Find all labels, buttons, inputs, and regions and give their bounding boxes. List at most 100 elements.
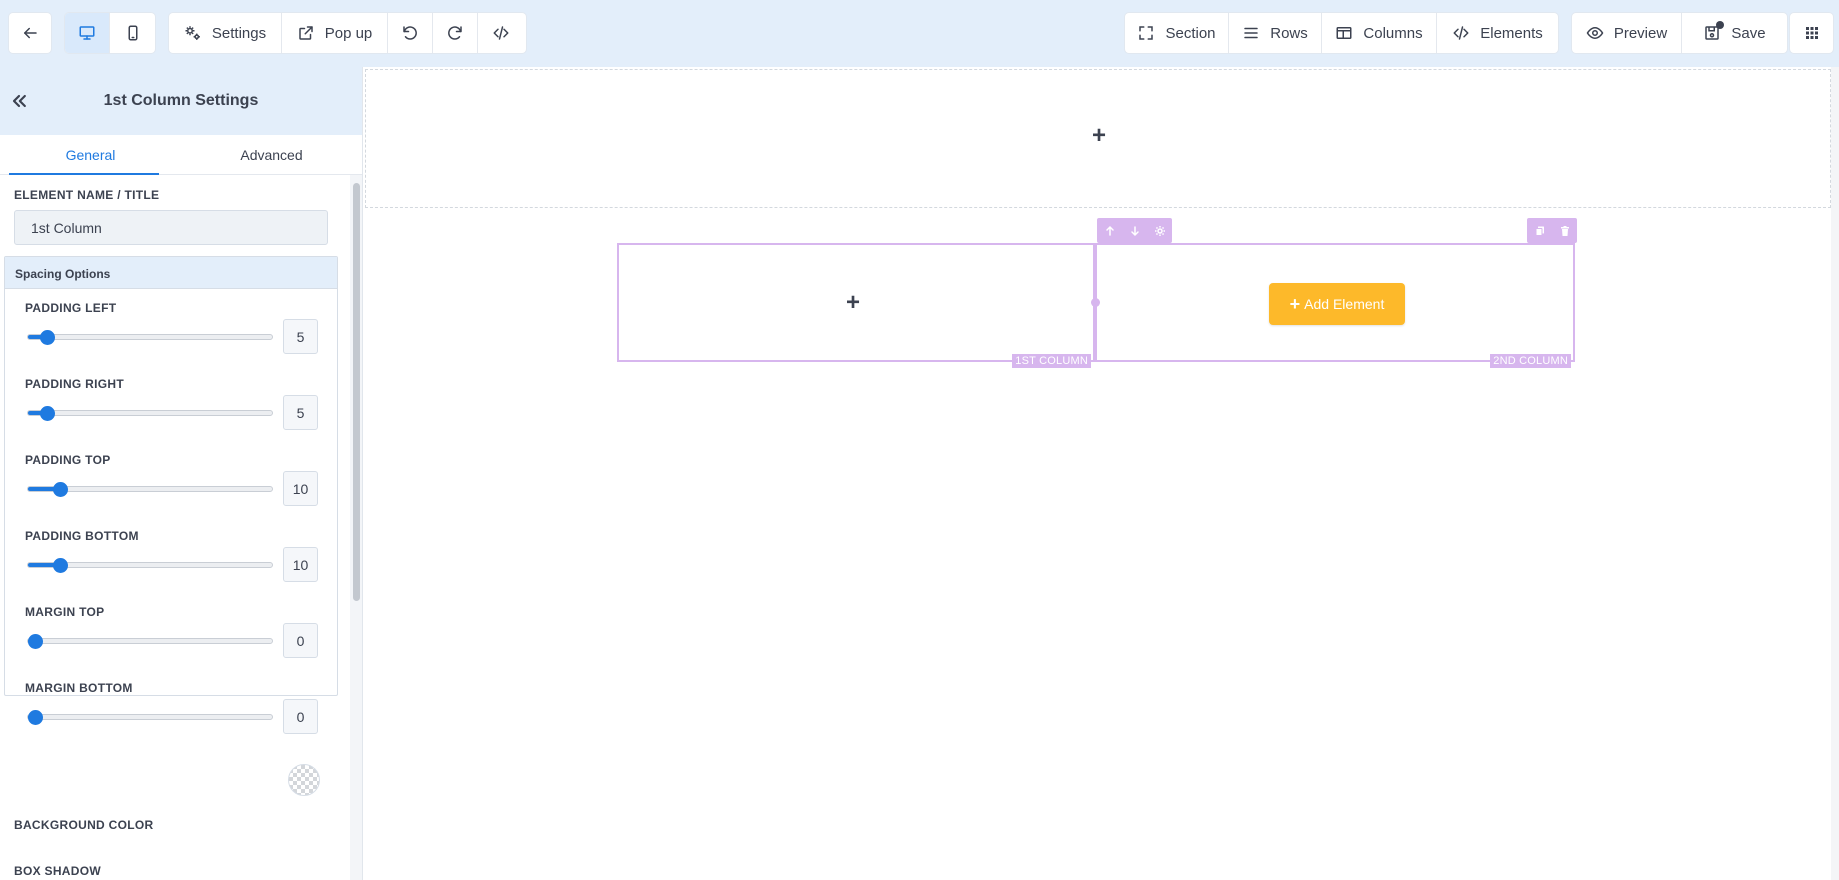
canvas-scrollbar[interactable] xyxy=(1831,67,1839,880)
popup-button[interactable]: Pop up xyxy=(282,13,388,53)
slider-value-input[interactable]: 0 xyxy=(283,699,318,734)
slider-value-input[interactable]: 10 xyxy=(283,547,318,582)
slider-value-input[interactable]: 10 xyxy=(283,471,318,506)
first-column[interactable]: + 1ST COLUMN xyxy=(617,243,1095,368)
row-settings-button[interactable] xyxy=(1147,218,1172,243)
slider-thumb[interactable] xyxy=(52,482,68,497)
slider-thumb[interactable] xyxy=(40,330,56,345)
mobile-icon xyxy=(128,25,137,41)
grid-icon xyxy=(1805,27,1818,39)
element-name-input[interactable] xyxy=(14,210,328,245)
trash-icon xyxy=(1560,225,1569,236)
elements-label: Elements xyxy=(1480,24,1543,42)
tab-general[interactable]: General xyxy=(0,135,181,175)
panel-tabs: General Advanced xyxy=(0,135,362,175)
back-button[interactable] xyxy=(9,13,51,53)
settings-label: Settings xyxy=(211,24,267,42)
move-down-button[interactable] xyxy=(1122,218,1147,243)
tab-advanced[interactable]: Advanced xyxy=(240,146,303,163)
rows-button[interactable]: Rows xyxy=(1229,13,1322,53)
section-button[interactable]: Section xyxy=(1125,13,1229,53)
slider-track[interactable] xyxy=(27,558,273,573)
spacing-options-heading: Spacing Options xyxy=(5,257,337,289)
second-column[interactable]: 2ND COLUMN xyxy=(1095,243,1575,368)
publish-group: Preview Save xyxy=(1572,13,1787,53)
back-group xyxy=(9,13,51,53)
box-shadow-label: BOX SHADOW xyxy=(14,864,101,878)
slider-track[interactable] xyxy=(27,710,273,725)
slider-label: PADDING TOP xyxy=(25,453,111,467)
gear-icon xyxy=(1154,225,1165,236)
slider-value-input[interactable]: 5 xyxy=(283,395,318,430)
apps-menu-button[interactable] xyxy=(1790,13,1833,53)
eye-icon xyxy=(1586,26,1604,40)
settings-button[interactable]: Settings xyxy=(169,13,282,53)
slider-thumb[interactable] xyxy=(28,634,43,649)
slider-label: PADDING BOTTOM xyxy=(25,529,139,543)
rows-label: Rows xyxy=(1270,24,1308,42)
save-label: Save xyxy=(1731,24,1766,42)
slider-row: PADDING BOTTOM 10 xyxy=(25,529,325,593)
panel-scroll-thumb[interactable] xyxy=(353,183,360,601)
redo-button[interactable] xyxy=(433,13,478,53)
empty-section[interactable]: + xyxy=(365,69,1831,208)
columns-icon xyxy=(1336,27,1352,39)
slider-thumb[interactable] xyxy=(28,710,43,725)
panel-body: ELEMENT NAME / TITLE Spacing Options PAD… xyxy=(0,175,350,880)
element-name-label: ELEMENT NAME / TITLE xyxy=(14,188,160,202)
slider-fill xyxy=(28,563,60,567)
code-button[interactable] xyxy=(478,13,523,53)
background-color-swatch[interactable] xyxy=(288,764,320,796)
bars-icon xyxy=(1244,27,1258,39)
delete-row-button[interactable] xyxy=(1552,218,1577,243)
slider-track[interactable] xyxy=(27,406,273,421)
chevrons-left-icon xyxy=(12,94,26,108)
panel-scrollbar[interactable] xyxy=(350,175,362,880)
collapse-panel-button[interactable] xyxy=(9,91,29,111)
slider-value-input[interactable]: 5 xyxy=(283,319,318,354)
preview-button[interactable]: Preview xyxy=(1572,13,1682,53)
arrow-up-icon xyxy=(1105,225,1114,236)
save-icon xyxy=(1705,26,1720,40)
top-toolbar: Settings Pop up Section Rows Columns xyxy=(0,0,1839,67)
preview-label: Preview xyxy=(1613,24,1668,42)
device-toggle-group xyxy=(65,13,155,53)
structure-tools-group: Section Rows Columns Elements xyxy=(1125,13,1558,53)
undo-button[interactable] xyxy=(388,13,433,53)
desktop-view-button[interactable] xyxy=(65,13,110,53)
code-icon xyxy=(493,26,508,40)
slider-track[interactable] xyxy=(27,482,273,497)
undo-icon xyxy=(403,26,417,40)
second-column-tag: 2ND COLUMN xyxy=(1490,354,1571,368)
slider-row: PADDING TOP 10 xyxy=(25,453,325,517)
save-button[interactable]: Save xyxy=(1682,13,1787,53)
first-column-tag: 1ST COLUMN xyxy=(1012,354,1091,368)
columns-button[interactable]: Columns xyxy=(1322,13,1437,53)
add-element-button[interactable]: + Add Element xyxy=(1269,283,1405,325)
move-up-button[interactable] xyxy=(1097,218,1122,243)
arrow-left-icon xyxy=(24,27,37,39)
edit-tools-group: Settings Pop up xyxy=(169,13,526,53)
duplicate-row-button[interactable] xyxy=(1527,218,1552,243)
redo-icon xyxy=(448,26,462,40)
unsaved-indicator xyxy=(1716,21,1725,29)
section-label: Section xyxy=(1165,24,1216,42)
slider-thumb[interactable] xyxy=(52,558,68,573)
column-settings-panel: 1st Column Settings General Advanced ELE… xyxy=(0,67,363,880)
slider-thumb[interactable] xyxy=(40,406,56,421)
slider-fill xyxy=(28,487,60,491)
column-resize-handle[interactable] xyxy=(1091,298,1100,307)
add-section-plus-icon[interactable]: + xyxy=(1092,122,1107,149)
external-link-icon xyxy=(298,26,313,40)
elements-button[interactable]: Elements xyxy=(1437,13,1558,53)
add-element-plus-icon[interactable]: + xyxy=(846,289,861,316)
mobile-view-button[interactable] xyxy=(110,13,155,53)
slider-track[interactable] xyxy=(27,634,273,649)
code-icon xyxy=(1453,26,1469,40)
builder-canvas: + + 1ST COLUMN 2ND COLUMN + Add Element xyxy=(363,67,1839,880)
background-color-label: BACKGROUND COLOR xyxy=(14,818,154,832)
slider-value-input[interactable]: 0 xyxy=(283,623,318,658)
slider-track[interactable] xyxy=(27,330,273,345)
